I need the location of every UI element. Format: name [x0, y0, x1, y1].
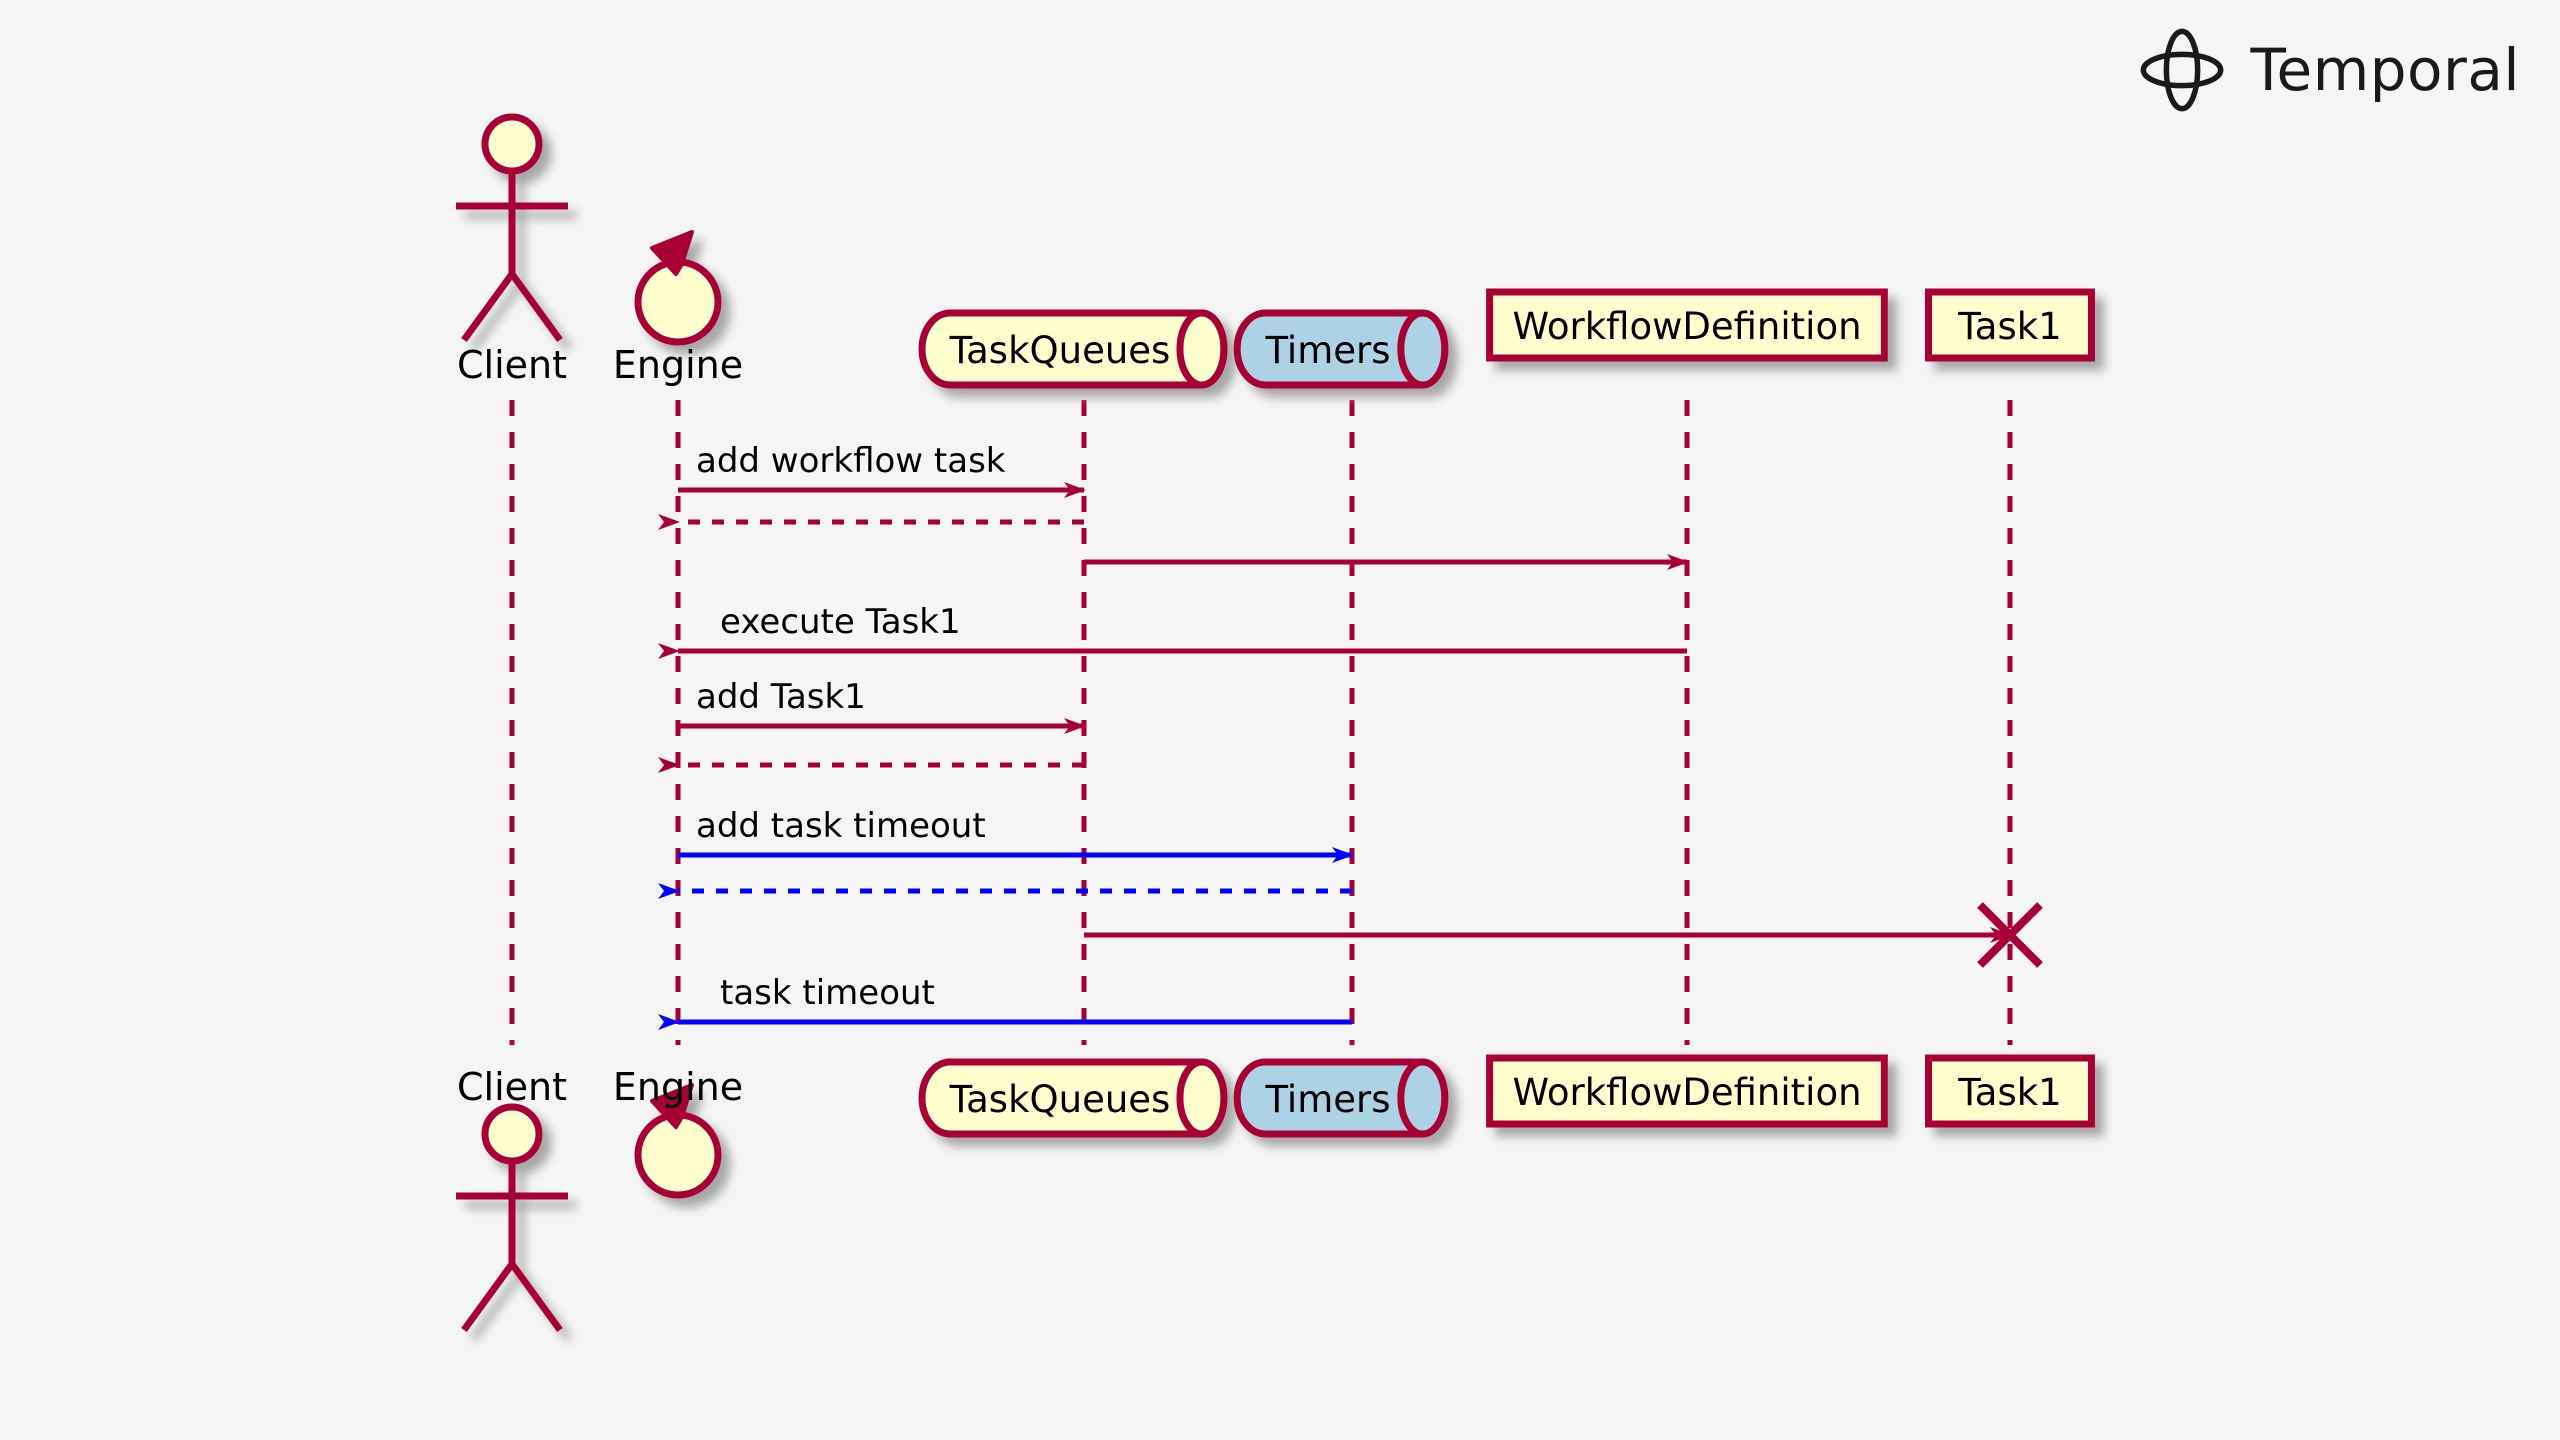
participant-database-queues-foot[interactable]: TaskQueues — [918, 1058, 1228, 1138]
message-label: add task timeout — [696, 806, 986, 846]
participant-label-client-foot: Client — [457, 1065, 567, 1109]
participant-database-timers-head[interactable]: Timers — [1233, 309, 1449, 389]
message-9-task-timeout: task timeout — [658, 973, 1352, 1030]
participant-box-wfdef-foot[interactable]: WorkflowDefinition — [1486, 1054, 1888, 1128]
message-0-add-workflow-task: add workflow task — [678, 441, 1086, 498]
participant-actor-client-foot[interactable]: Client — [456, 1065, 568, 1333]
temporal-logo-icon — [2141, 28, 2224, 112]
participant-label-queues-foot: TaskQueues — [949, 1078, 1171, 1121]
temporal-brand: Temporal — [2136, 24, 2520, 116]
participant-label-wfdef-head: WorkflowDefinition — [1512, 305, 1861, 348]
message-4-add-Task1: add Task1 — [678, 677, 1086, 734]
message-8 — [1084, 902, 2043, 968]
message-3-execute-Task1: execute Task1 — [658, 602, 1687, 659]
participant-control-engine-head[interactable]: Engine — [613, 230, 743, 387]
participant-database-queues-head[interactable]: TaskQueues — [918, 309, 1228, 389]
participant-control-engine-foot[interactable]: Engine — [613, 1065, 743, 1199]
message-label: add Task1 — [696, 677, 866, 717]
message-label: task timeout — [720, 973, 935, 1013]
participant-label-timers-head: Timers — [1264, 329, 1390, 372]
destroy-cross-icon — [1977, 902, 2043, 968]
messages-group: add workflow task execute Task1 add Task1 a… — [658, 441, 2043, 1030]
participant-heads: Client Engine TaskQueues Timers WorkflowDefi… — [456, 113, 2095, 389]
participant-feet: Client Engine TaskQueues Timers WorkflowDefi… — [456, 1054, 2095, 1333]
participant-label-task1-foot: Task1 — [1957, 1071, 2061, 1114]
message-6-add-task-timeout: add task timeout — [678, 806, 1354, 863]
message-label: add workflow task — [696, 441, 1006, 481]
participant-box-wfdef-head[interactable]: WorkflowDefinition — [1486, 288, 1888, 362]
participant-label-client-head: Client — [457, 343, 567, 387]
participant-label-timers-foot: Timers — [1264, 1078, 1390, 1121]
message-label: execute Task1 — [720, 602, 961, 642]
participant-label-task1-head: Task1 — [1957, 305, 2061, 348]
participant-actor-client-head[interactable]: Client — [456, 113, 568, 387]
lifelines-group — [509, 400, 2013, 1045]
participant-label-engine-foot: Engine — [613, 1065, 743, 1109]
participant-box-task1-head[interactable]: Task1 — [1925, 288, 2095, 362]
participant-label-wfdef-foot: WorkflowDefinition — [1512, 1071, 1861, 1114]
participant-box-task1-foot[interactable]: Task1 — [1925, 1054, 2095, 1128]
participant-label-queues-head: TaskQueues — [949, 329, 1171, 372]
participant-label-engine-head: Engine — [613, 343, 743, 387]
brand-name: Temporal — [2250, 36, 2520, 104]
participant-database-timers-foot[interactable]: Timers — [1233, 1058, 1449, 1138]
